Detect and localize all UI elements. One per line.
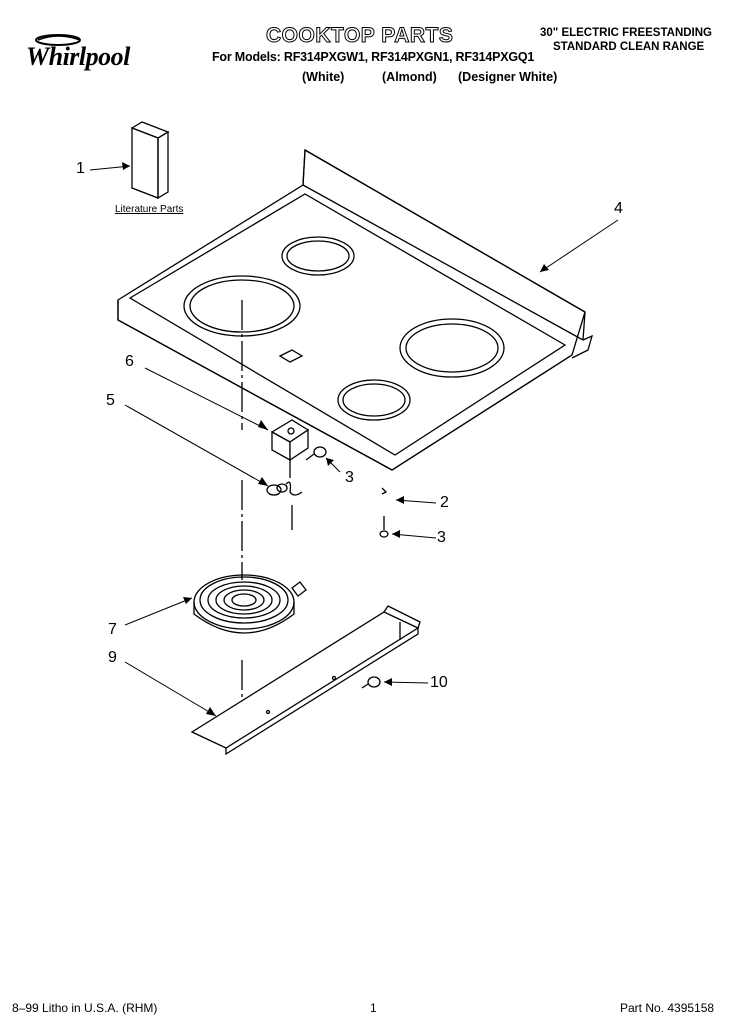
finish-white: (White)	[302, 70, 345, 84]
whirlpool-logo: Whirlpool	[18, 32, 148, 74]
range-type-line2: STANDARD CLEAN RANGE	[553, 41, 705, 53]
footer-litho: 8–99 Litho in U.S.A. (RHM)	[12, 1001, 158, 1015]
literature-booklet	[130, 121, 170, 200]
callout-3-lower: 3	[437, 529, 446, 546]
surface-element	[193, 574, 307, 634]
brand-name: Whirlpool	[26, 42, 130, 71]
callout-3-upper: 3	[345, 469, 354, 486]
finish-almond: (Almond)	[382, 70, 437, 84]
clip-2	[381, 487, 388, 495]
terminal-block	[270, 419, 310, 478]
element-bracket	[190, 605, 421, 756]
screw-10	[361, 676, 381, 689]
screw-3-upper	[305, 446, 327, 461]
callout-4: 4	[614, 200, 623, 217]
models-line: For Models: RF314PXGW1, RF314PXGN1, RF31…	[212, 50, 535, 64]
callout-6: 6	[125, 353, 134, 370]
screw-3-lower	[379, 516, 389, 538]
footer-page-number: 1	[370, 1001, 377, 1015]
arrow-heads	[122, 162, 549, 716]
callout-5: 5	[106, 392, 115, 409]
page-title: COOKTOP PARTS	[265, 24, 454, 48]
callout-10: 10	[430, 674, 448, 691]
literature-parts-label: Literature Parts	[115, 204, 184, 215]
footer-part-number: Part No. 4395158	[620, 1001, 715, 1015]
callout-1: 1	[76, 160, 85, 177]
wire-connector	[266, 481, 303, 530]
callout-2: 2	[440, 494, 449, 511]
callout-7: 7	[108, 621, 117, 638]
callout-9: 9	[108, 649, 117, 666]
finish-designer-white: (Designer White)	[458, 70, 558, 84]
range-type-line1: 30" ELECTRIC FREESTANDING	[540, 27, 713, 39]
logo-swoosh-icon	[35, 34, 81, 46]
cooktop	[117, 148, 594, 471]
